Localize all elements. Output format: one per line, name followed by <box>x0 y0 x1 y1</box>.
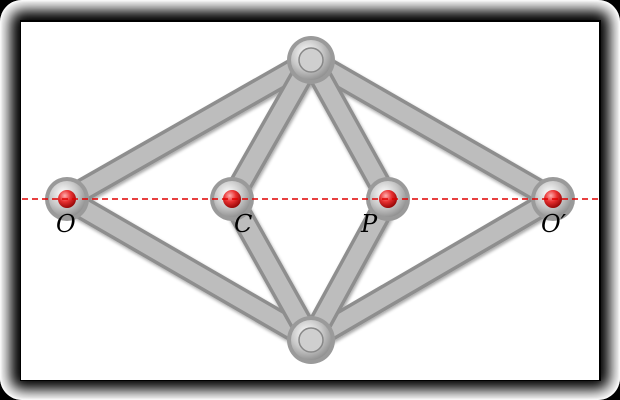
top-joint[interactable] <box>287 36 335 84</box>
label-c: C <box>234 210 252 238</box>
bottom-joint[interactable] <box>287 316 335 364</box>
bars <box>55 48 565 352</box>
label-o-prime: O′ <box>541 210 567 238</box>
label-p: P <box>360 210 378 238</box>
label-o: O <box>56 210 76 238</box>
